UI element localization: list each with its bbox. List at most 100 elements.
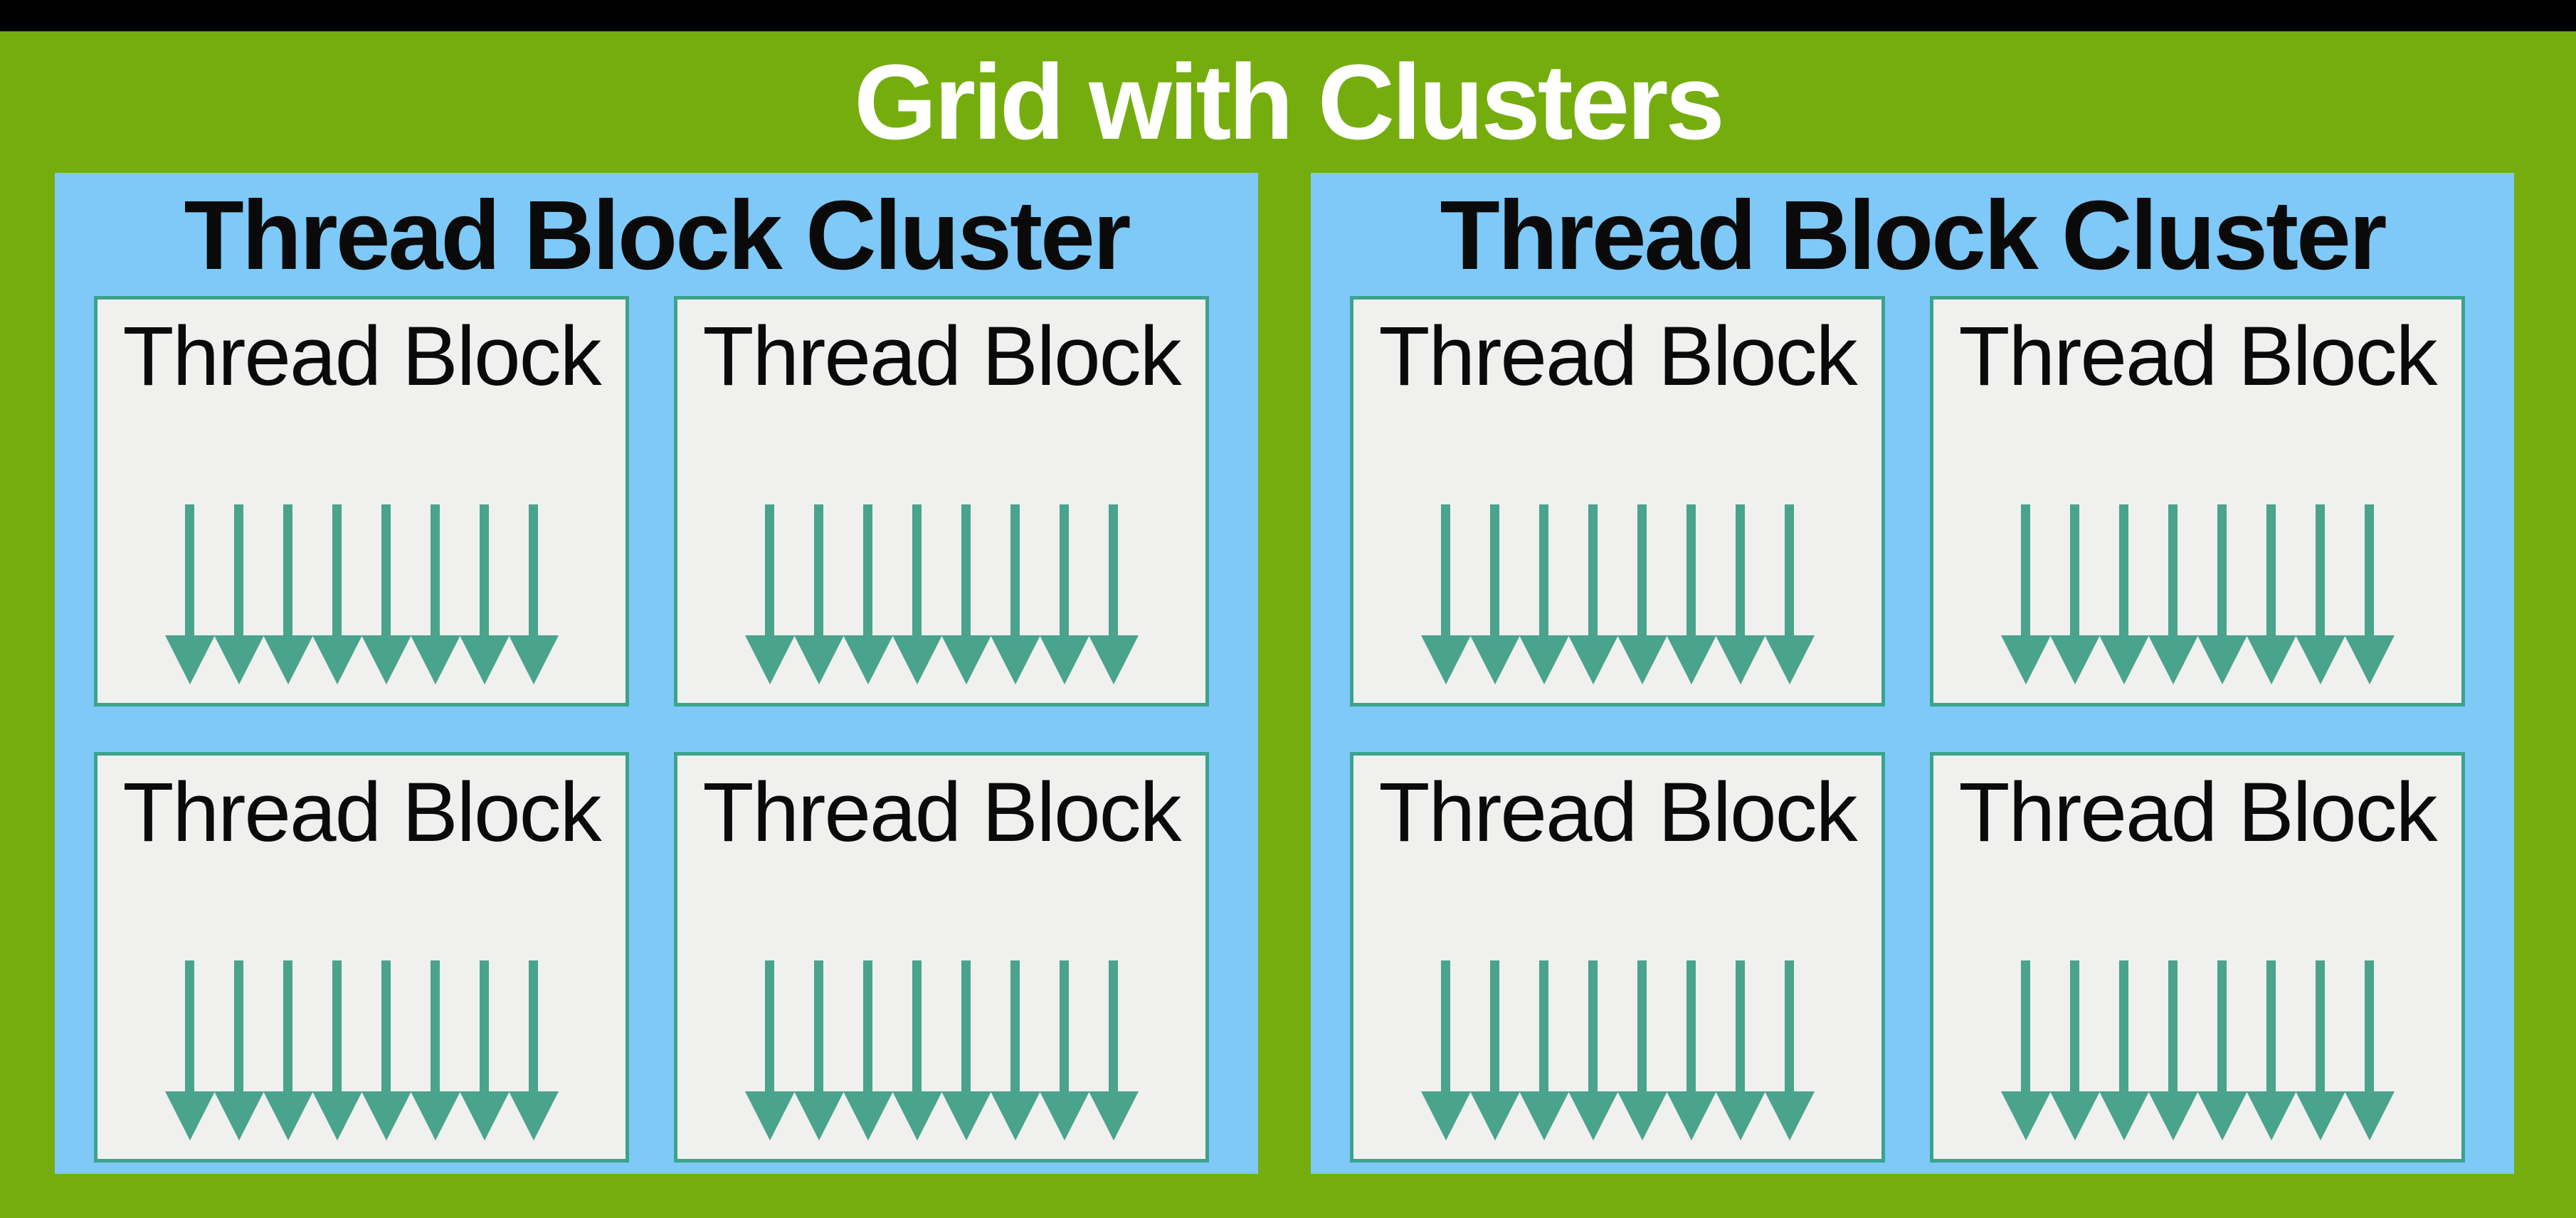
arrow-head [1666,635,1716,684]
cluster-title: Thread Block Cluster [1440,181,2387,290]
arrow-stem [1010,504,1020,635]
arrow-head [361,635,411,684]
thread-block-cluster-left: Thread Block Cluster Thread Block Thread… [55,173,1258,1174]
thread-block-label: Thread Block [122,766,601,859]
thread-arrow-icon [1039,504,1089,684]
arrow-head [2344,1091,2395,1140]
thread-arrow-icon [990,960,1040,1140]
arrow-stem [1539,960,1548,1091]
arrow-head [990,1091,1040,1140]
thread-arrow-icon [1039,960,1089,1140]
thread-arrow-icon [1666,960,1716,1140]
arrow-stem [2119,960,2128,1091]
thread-arrow-icon [361,960,411,1140]
arrow-head [508,1091,559,1140]
arrow-stem [185,960,194,1091]
arrow-head [1764,1091,1815,1140]
arrow-stem [1490,960,1499,1091]
arrow-stem [961,504,971,635]
arrow-stem [234,504,243,635]
arrow-stem [431,504,440,635]
arrow-stem [1785,504,1794,635]
arrow-head [508,635,559,684]
arrow-stem [1736,960,1745,1091]
arrow-stem [814,504,823,635]
thread-arrow-icon [793,960,844,1140]
thread-arrows-group [744,960,1139,1140]
arrow-head [2148,1091,2198,1140]
arrow-head [1469,635,1520,684]
thread-arrow-icon [2148,504,2198,684]
thread-arrow-icon [2099,960,2149,1140]
thread-arrow-icon [1088,504,1139,684]
arrow-head [1088,1091,1139,1140]
thread-arrow-icon [1568,960,1618,1140]
arrow-head [941,1091,991,1140]
thread-arrow-icon [1764,504,1815,684]
arrow-head [2246,1091,2296,1140]
arrow-stem [863,960,872,1091]
arrow-head [263,1091,313,1140]
arrow-head [744,635,795,684]
thread-arrow-icon [2295,504,2345,684]
arrow-head [1617,635,1667,684]
thread-block-cluster-right: Thread Block Cluster Thread Block Thread… [1311,173,2514,1174]
arrow-head [2148,635,2198,684]
arrow-stem [480,960,489,1091]
thread-arrow-icon [1715,960,1765,1140]
diagram-title: Grid with Clusters [854,42,1725,161]
arrow-stem [1637,504,1647,635]
thread-block: Thread Block [1930,752,2465,1163]
thread-arrows-group [164,960,559,1140]
thread-arrow-icon [213,504,264,684]
arrow-head [164,635,215,684]
arrow-head [1519,1091,1569,1140]
thread-arrow-icon [1469,504,1520,684]
arrow-head [1764,635,1815,684]
arrow-head [843,635,893,684]
arrow-head [892,1091,942,1140]
arrow-stem [2217,960,2227,1091]
arrow-head [312,1091,362,1140]
arrow-head [2099,635,2149,684]
thread-arrow-icon [508,504,559,684]
thread-arrows-group [1420,960,1815,1140]
thread-arrow-icon [744,504,795,684]
arrow-head [1088,635,1139,684]
thread-arrow-icon [459,960,510,1140]
arrow-stem [1109,504,1118,635]
thread-block-label: Thread Block [1378,309,1857,403]
arrow-head [410,635,460,684]
thread-arrow-icon [1617,960,1667,1140]
arrow-stem [529,960,538,1091]
arrow-head [2197,1091,2247,1140]
thread-arrow-icon [2099,504,2149,684]
thread-arrow-icon [892,504,942,684]
arrow-head [2344,635,2395,684]
thread-arrow-icon [2000,504,2051,684]
arrow-stem [431,960,440,1091]
arrow-stem [2365,504,2374,635]
arrow-stem [1588,504,1598,635]
thread-block: Thread Block [1350,752,1885,1163]
arrow-stem [2070,960,2079,1091]
thread-arrow-icon [312,504,362,684]
arrow-stem [814,960,823,1091]
arrow-stem [1010,960,1020,1091]
arrow-head [1039,635,1089,684]
thread-arrows-group [2000,960,2395,1140]
thread-arrow-icon [459,504,510,684]
thread-block: Thread Block [674,296,1209,706]
thread-arrow-icon [2148,960,2198,1140]
arrow-stem [1490,504,1499,635]
arrow-stem [2119,504,2128,635]
arrow-head [1420,635,1471,684]
arrow-head [1039,1091,1089,1140]
thread-arrow-icon [793,504,844,684]
arrow-stem [912,504,922,635]
arrow-head [459,1091,510,1140]
arrow-head [2049,1091,2100,1140]
arrow-head [1715,1091,1765,1140]
arrow-head [892,635,942,684]
thread-arrow-icon [941,504,991,684]
